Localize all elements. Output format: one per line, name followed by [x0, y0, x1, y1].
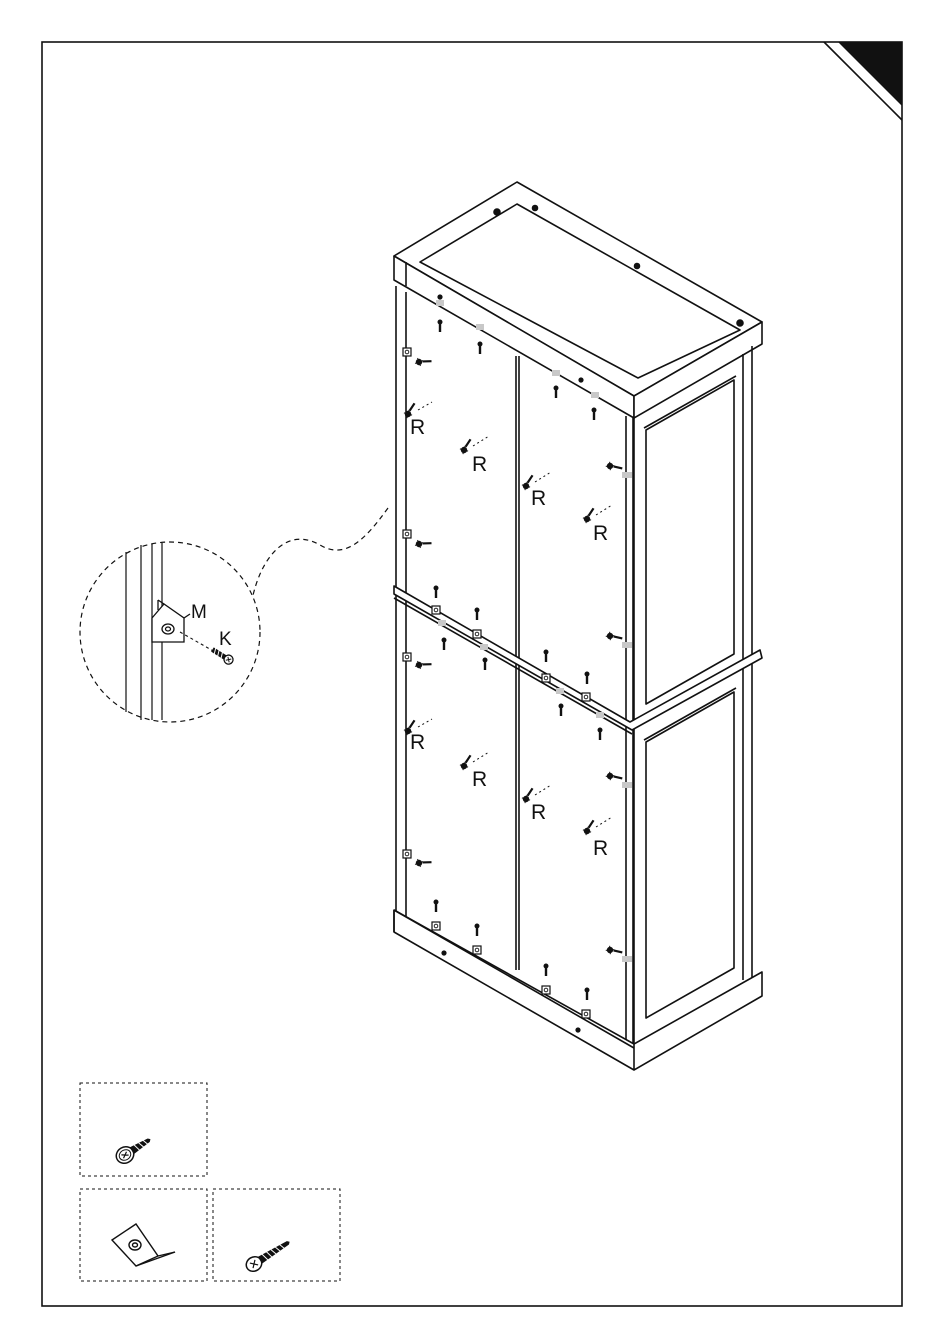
callout-leader	[252, 508, 388, 600]
panel-screws-r: R R R R R R R R	[402, 402, 612, 860]
screw-label-r: R	[472, 453, 487, 476]
screw-r-icon	[113, 1132, 155, 1166]
screw-label-r: R	[593, 522, 608, 545]
corner-fold-icon	[824, 42, 902, 120]
bracket-m-part-icon	[112, 1224, 175, 1266]
callout-label-m: M	[191, 602, 207, 623]
cabinet-back-view	[394, 182, 762, 1070]
screw-label-r: R	[531, 801, 546, 824]
cabinet-top	[394, 182, 762, 418]
part-box-screw-r	[80, 1083, 207, 1176]
callout-label-k: K	[219, 629, 232, 650]
screw-label-r: R	[410, 731, 425, 754]
part-box-screw-k	[213, 1189, 340, 1281]
parts-list	[80, 1083, 340, 1281]
screw-label-r: R	[472, 768, 487, 791]
screw-label-r: R	[410, 416, 425, 439]
cabinet-base	[394, 910, 762, 1070]
side-panel	[634, 346, 752, 1054]
screw-label-r: R	[593, 837, 608, 860]
screw-label-r: R	[531, 487, 546, 510]
screw-k-part-icon	[244, 1236, 294, 1274]
middle-rail	[394, 586, 762, 734]
detail-callout: M K	[80, 508, 388, 722]
